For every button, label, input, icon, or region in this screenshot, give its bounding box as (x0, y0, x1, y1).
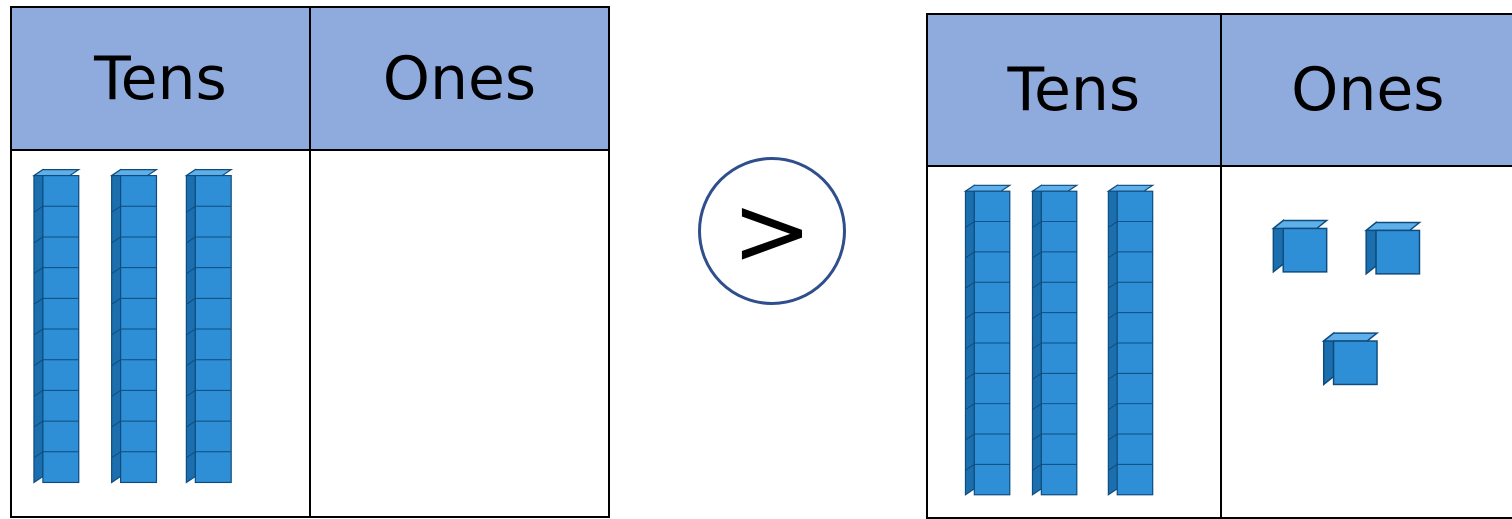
left-ones-header: Ones (308, 6, 611, 151)
ten-rod (964, 184, 1011, 496)
right-tens-rods (964, 184, 1154, 496)
right-place-value-chart: Tens Ones (926, 13, 1512, 519)
comparison-symbol: > (698, 157, 846, 305)
left-tens-rods (33, 168, 232, 484)
one-cube (1365, 221, 1420, 275)
right-ones-cubes (1272, 219, 1420, 386)
ten-rod (1107, 184, 1154, 496)
right-tens-cell (926, 165, 1222, 519)
left-tens-cell (10, 149, 311, 518)
left-tens-header: Tens (10, 6, 311, 151)
one-cube (1272, 219, 1328, 273)
one-cube (1322, 332, 1378, 386)
ten-rod (185, 168, 232, 484)
right-tens-header: Tens (926, 13, 1222, 167)
left-ones-cell (308, 149, 611, 518)
right-ones-cell (1219, 165, 1512, 519)
ten-rod (33, 168, 80, 484)
ten-rod (1031, 184, 1078, 496)
ten-rod (111, 168, 158, 484)
right-ones-header: Ones (1219, 13, 1512, 167)
left-place-value-chart: Tens Ones (10, 6, 611, 518)
